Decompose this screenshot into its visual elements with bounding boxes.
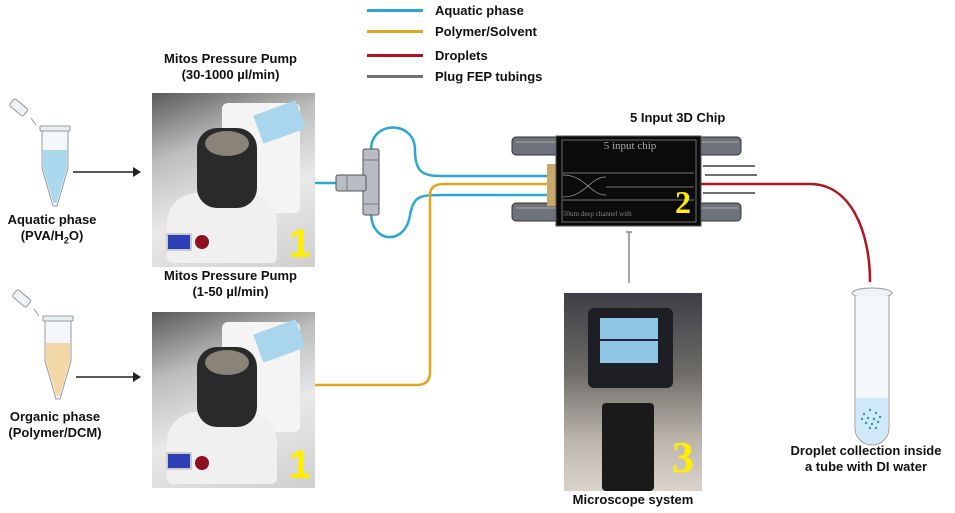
legend-swatch-aquatic — [367, 8, 423, 12]
microscope-connector — [626, 231, 632, 283]
pump-1-title: Mitos Pressure Pump — [164, 51, 297, 66]
pump-1-range: (30-1000 µl/min) — [181, 67, 280, 82]
legend-label-fep: Plug FEP tubings — [435, 68, 543, 84]
microscope-photo: 3 — [564, 293, 702, 491]
pump-2-cap — [205, 350, 249, 375]
droplet-dots — [860, 408, 882, 430]
pump-2-knob — [195, 456, 209, 470]
pump-2-range: (1-50 µl/min) — [192, 284, 269, 299]
legend-item-droplets: Droplets — [367, 45, 488, 65]
aquatic-comp-pre: (PVA/H — [20, 228, 64, 243]
droplets-tubing — [701, 182, 872, 283]
pump-2-label: Mitos Pressure Pump (1-50 µl/min) — [148, 268, 313, 300]
pump-2-title: Mitos Pressure Pump — [164, 268, 297, 283]
legend-swatch-fep — [367, 74, 423, 78]
legend-swatch-polymer — [367, 29, 423, 33]
pump-2-photo: 1 — [152, 312, 315, 488]
organic-phase-composition: (Polymer/DCM) — [8, 425, 102, 440]
organic-tube-icon — [12, 289, 74, 400]
t-connector-icon — [335, 148, 380, 216]
legend-label-polymer: Polymer/Solvent — [435, 23, 537, 39]
aquatic-phase-label: Aquatic phase (PVA/H2O) — [2, 212, 102, 249]
organic-phase-title: Organic phase — [9, 409, 101, 424]
pump-1-cap — [205, 131, 249, 156]
organic-phase-label: Organic phase (Polymer/DCM) — [0, 409, 110, 441]
legend-item-polymer: Polymer/Solvent — [367, 21, 537, 41]
pump-1-badge: 1 — [288, 222, 311, 266]
aquatic-phase-title: Aquatic phase — [7, 212, 97, 227]
microscope-channel — [600, 339, 658, 341]
pump-1-photo: 1 — [152, 93, 315, 267]
pump-1-knob — [195, 235, 209, 249]
legend-label-aquatic: Aquatic phase — [435, 2, 524, 18]
arrow-aquatic-to-pump — [73, 167, 141, 177]
polymer-tubing — [314, 182, 548, 387]
fep-tubings — [703, 165, 757, 194]
aquatic-comp-post: O) — [68, 228, 84, 243]
microscope-body — [602, 403, 654, 491]
aquatic-comp-sub: 2 — [63, 235, 69, 246]
chip-badge: 2 — [675, 184, 691, 220]
legend-label-droplets: Droplets — [435, 47, 488, 63]
collection-label-line2: a tube with DI water — [804, 459, 928, 474]
aquatic-phase-composition: (PVA/H2O) — [2, 228, 102, 249]
legend-swatch-droplets — [367, 53, 423, 57]
pump-1-label: Mitos Pressure Pump (30-1000 µl/min) — [148, 51, 313, 83]
aquatic-tube-icon — [9, 98, 71, 207]
microscope-badge: 3 — [672, 433, 694, 482]
pump-2-display — [166, 452, 192, 470]
arrow-organic-to-pump — [76, 372, 141, 382]
chip-inner-label: 5 input chip — [603, 140, 657, 152]
chip-footer-text: 50um deep channel with — [563, 210, 632, 218]
chip-graphic — [511, 135, 742, 227]
legend-item-aquatic: Aquatic phase — [367, 0, 524, 20]
legend-item-fep: Plug FEP tubings — [367, 66, 542, 86]
microscope-label: Microscope system — [572, 492, 694, 507]
pump-1-display — [166, 233, 192, 251]
collection-tube-icon — [851, 287, 893, 446]
pump-2-badge: 1 — [288, 443, 311, 487]
chip-title: 5 Input 3D Chip — [630, 110, 726, 125]
collection-label-line1: Droplet collection inside — [790, 443, 942, 458]
collection-label: Droplet collection inside a tube with DI… — [776, 443, 955, 475]
